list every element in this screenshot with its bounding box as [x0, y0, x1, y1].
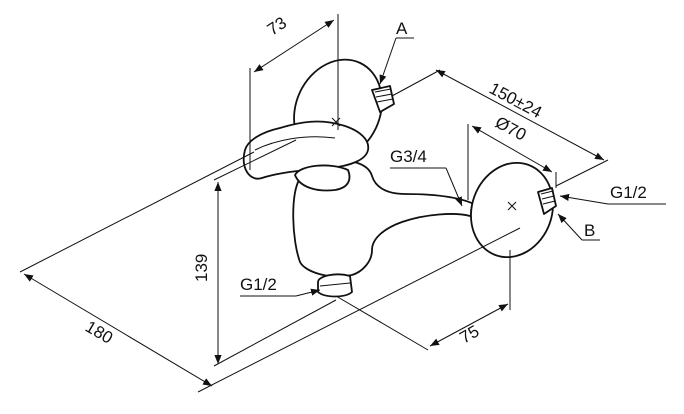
dim-label-75: 75 [457, 322, 483, 348]
faucet-body [242, 58, 557, 298]
callout-g12-bottom: G1/2 [240, 275, 321, 297]
callout-label-a: A [396, 19, 408, 38]
thread-b [537, 187, 557, 215]
thread-a [371, 85, 395, 113]
dim-label-139: 139 [192, 254, 211, 282]
callout-g34: G3/4 [390, 147, 463, 207]
dim-label-150: 150±24 [486, 79, 545, 122]
dim-length: 180 [19, 151, 521, 393]
lever-handle-ridge [254, 136, 336, 151]
callout-label-b: B [584, 221, 595, 240]
callout-a: A [379, 19, 414, 85]
lever-handle [242, 120, 370, 180]
callout-label-g34: G3/4 [390, 147, 427, 166]
dim-label-180: 180 [82, 317, 116, 348]
lever-collar [294, 164, 351, 192]
bottom-outlet [317, 273, 353, 298]
callout-label-g12-right: G1/2 [610, 183, 647, 202]
callout-g12-right: G1/2 [559, 183, 666, 205]
callout-b: B [557, 213, 600, 241]
callout-label-g12-bottom: G1/2 [240, 275, 277, 294]
dim-label-73: 73 [264, 13, 290, 39]
